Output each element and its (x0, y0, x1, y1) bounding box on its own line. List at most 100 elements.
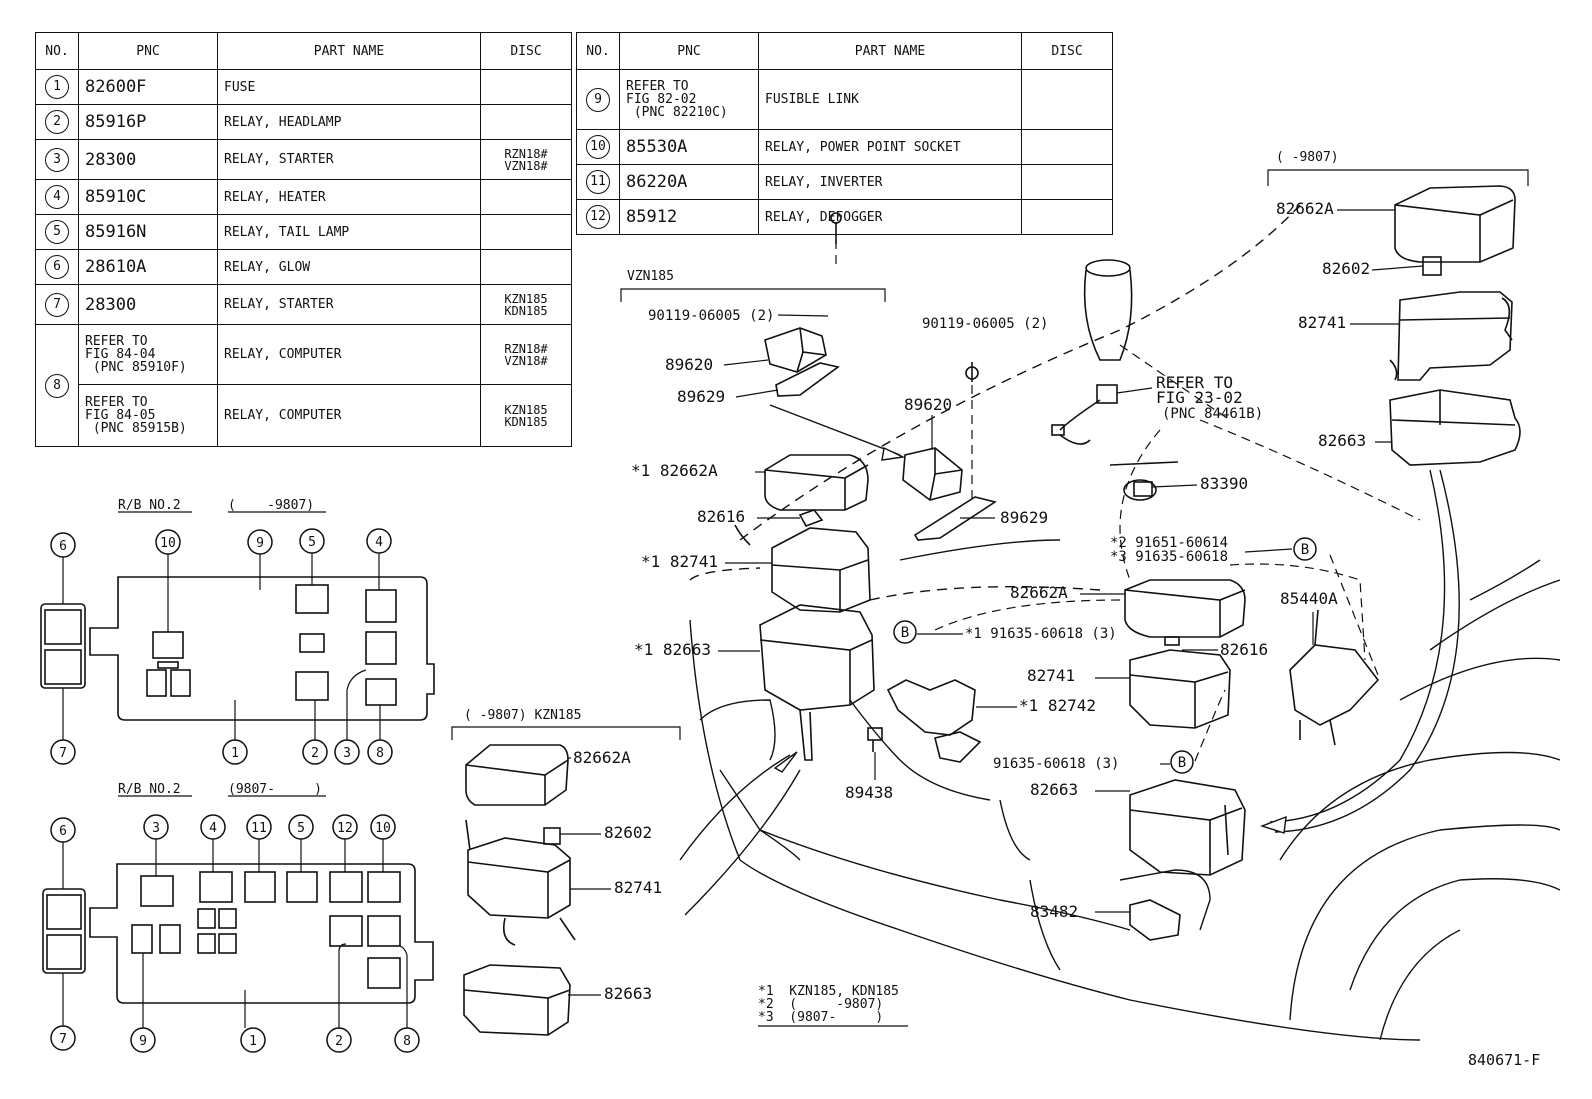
part-label: 91635-60618 (3) (993, 756, 1119, 772)
disc-cell (1021, 164, 1113, 200)
part-label: 90119-06005 (2) (922, 316, 1048, 332)
header-cell: DISC (480, 32, 572, 70)
callout-circle: 2 (302, 739, 328, 765)
part-label: 82616 (1220, 640, 1268, 659)
footnote-3: *3 (9807- ) (758, 1010, 883, 1025)
part-label: 82741 (614, 878, 662, 897)
header-cell: NO. (576, 32, 620, 70)
callout-number: 10 (160, 536, 176, 551)
part-label: 82663 (1030, 780, 1078, 799)
pnc-cell: REFER TO FIG 82-02 (PNC 82210C) (619, 69, 759, 130)
callout-circle: 12 (332, 814, 358, 840)
b-marker-letter: B (901, 625, 909, 641)
row-number: 9 (576, 69, 620, 130)
b-marker-letter: B (1178, 755, 1186, 771)
part-name-cell: RELAY, TAIL LAMP (217, 214, 481, 250)
module-89620-left (764, 327, 827, 373)
row-number-circle: 4 (45, 185, 69, 209)
callout-number: 9 (256, 536, 264, 551)
part-label: 82741 (1298, 313, 1346, 332)
part-label: 85440A (1280, 589, 1338, 608)
relay-block-lower (42, 863, 434, 1004)
part-label: (PNC 84461B) (1162, 406, 1263, 422)
pnc-cell: 85916N (78, 214, 218, 250)
part-label: 82741 (1027, 666, 1075, 685)
callout-number: 3 (343, 746, 351, 761)
disc-cell (1021, 199, 1113, 235)
part-label: 89629 (677, 387, 725, 406)
disc-cell (480, 249, 572, 285)
part-label: 83482 (1030, 902, 1078, 921)
callout-circle: 5 (299, 528, 325, 554)
disc-cell (1021, 69, 1113, 130)
part-label: 82662A (1010, 583, 1068, 602)
b-marker-letter: B (1301, 542, 1309, 558)
header-cell: PNC (78, 32, 218, 70)
callout-circle: 1 (222, 739, 248, 765)
pnc-cell: 86220A (619, 164, 759, 200)
header-cell: NO. (35, 32, 79, 70)
row-number-circle: 12 (586, 205, 610, 229)
part-label: 89629 (1000, 508, 1048, 527)
part-label: 82663 (1318, 431, 1366, 450)
callout-number: 12 (337, 821, 353, 836)
part-label: 82602 (604, 823, 652, 842)
part-label: *3 91635-60618 (1110, 549, 1228, 565)
callout-number: 10 (375, 821, 391, 836)
callout-circle: 8 (367, 739, 393, 765)
tray-82663-top (1389, 389, 1521, 466)
row-number-circle: 11 (586, 170, 610, 194)
callout-number: 8 (403, 1034, 411, 1049)
relay-block-upper (40, 576, 435, 721)
part-label: *1 82741 (641, 552, 718, 571)
callout-number: 4 (209, 821, 217, 836)
box-82741-top (1389, 291, 1513, 381)
pnc-cell: 85910C (78, 179, 218, 215)
pnc-cell: 85912 (619, 199, 759, 235)
header-cell: DISC (1021, 32, 1113, 70)
bulb-socket (1051, 259, 1133, 445)
header-cell: PART NAME (758, 32, 1022, 70)
cover-82662A-top (1394, 185, 1516, 263)
callout-circle: 3 (334, 739, 360, 765)
header-cell: PNC (619, 32, 759, 70)
part-label: *1 82663 (634, 640, 711, 659)
callout-number: 2 (311, 746, 319, 761)
callout-number: 4 (375, 535, 383, 550)
part-label: 83390 (1200, 474, 1248, 493)
part-label: 89620 (904, 395, 952, 414)
row-number: 7 (35, 284, 79, 325)
callout-number: 3 (152, 821, 160, 836)
row-number-circle: 7 (45, 292, 69, 317)
row-number: 10 (576, 129, 620, 165)
pnc-cell: REFER TO FIG 84-05 (PNC 85915B) (78, 384, 218, 447)
callout-circle: 4 (366, 528, 392, 554)
rb2-title: R/B NO.2 (118, 782, 181, 797)
part-label: *2 91651-60614 (1110, 535, 1228, 551)
b-markers: B B B (893, 537, 1317, 774)
part-label: 82616 (697, 507, 745, 526)
pnc-cell: 85916P (78, 104, 218, 140)
row-number-circle: 6 (45, 255, 69, 279)
b-marker: B (1170, 750, 1194, 774)
callout-number: 8 (376, 746, 384, 761)
pnc-cell: 28300 (78, 284, 218, 325)
part-label: REFER TO (1156, 373, 1233, 392)
callout-number: 1 (249, 1034, 257, 1049)
row-number-circle: 3 (45, 147, 69, 172)
group-label-kzn: ( -9807) KZN185 (464, 708, 581, 723)
callout-number: 2 (335, 1034, 343, 1049)
part-label: FIG 23-02 (1156, 388, 1243, 407)
disc-cell: KZN185 KDN185 (480, 384, 572, 447)
part-label: *1 82662A (631, 461, 718, 480)
